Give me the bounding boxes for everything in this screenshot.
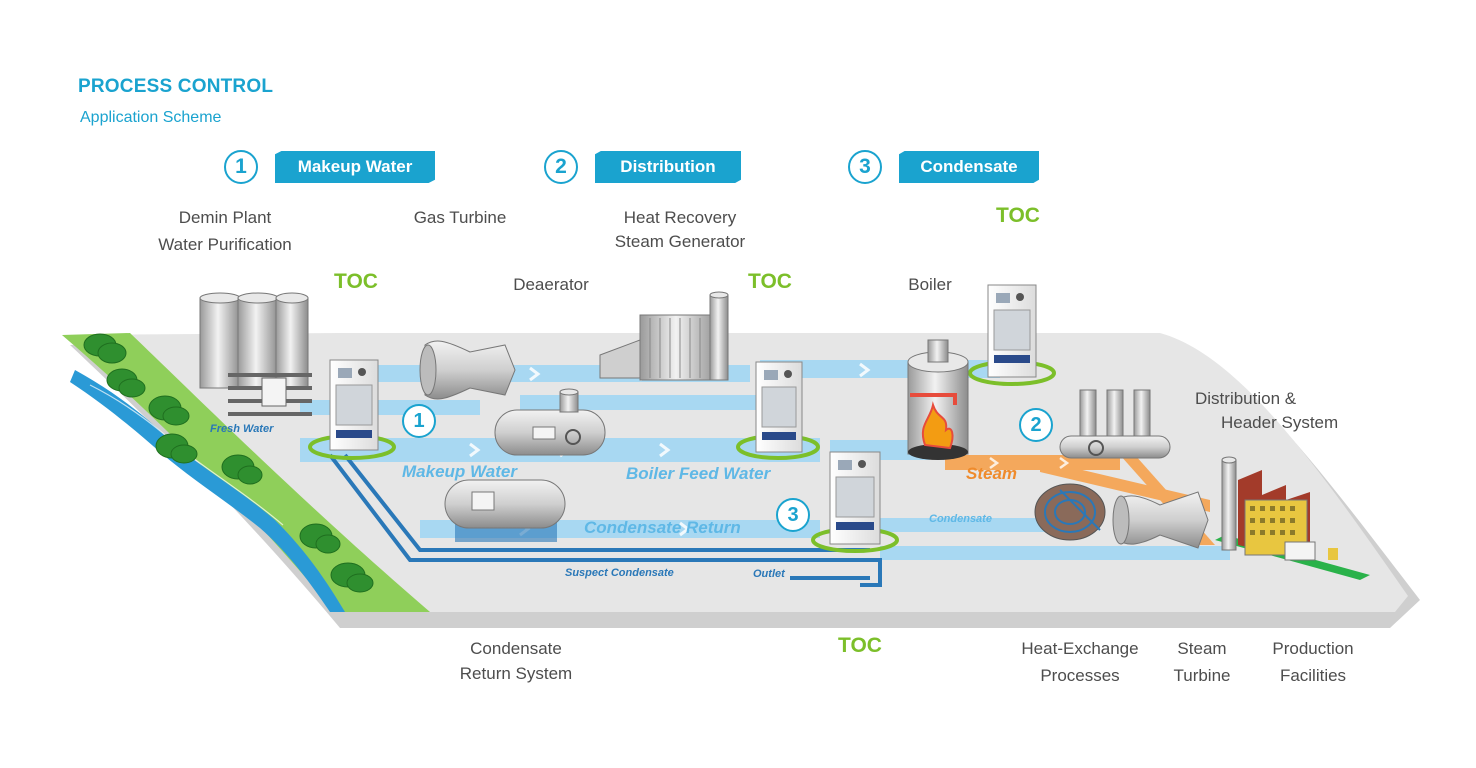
steam-turbine-icon xyxy=(1112,491,1209,549)
scene-badge-3: 3 xyxy=(776,498,810,532)
toc-analyzer-1-icon xyxy=(308,359,396,460)
step-label: Makeup Water xyxy=(275,151,435,183)
flow-label-outlet: Outlet xyxy=(753,568,785,580)
step-number: 1 xyxy=(224,150,258,184)
flow-label-boiler-feed-water: Boiler Feed Water xyxy=(626,464,771,483)
step-number: 2 xyxy=(544,150,578,184)
return-lines xyxy=(328,453,882,587)
toc-analyzer-3-icon xyxy=(968,284,1056,386)
scene-badge-2: 2 xyxy=(1019,408,1053,442)
river xyxy=(70,370,345,612)
flow-label-fresh-water: Fresh Water xyxy=(210,423,274,435)
boiler-icon xyxy=(907,339,969,460)
step-label: Condensate xyxy=(899,151,1039,183)
toc-label-condensate: TOC xyxy=(838,634,882,657)
step-label: Distribution xyxy=(595,151,741,183)
label-boiler: Boiler xyxy=(908,275,952,294)
label-deaerator: Deaerator xyxy=(513,275,589,294)
flow-label-steam: Steam xyxy=(966,464,1018,483)
label-distribution-header: Distribution &Header System xyxy=(1195,389,1339,432)
flow-label-makeup-water: Makeup Water xyxy=(402,462,517,481)
step-distribution: 2 Distribution xyxy=(544,150,741,184)
toc-label-makeup: TOC xyxy=(334,270,378,293)
toc-label-distribution: TOC xyxy=(748,270,792,293)
page-title: PROCESS CONTROL xyxy=(78,76,274,97)
gas-turbine-icon xyxy=(419,340,516,400)
toc-analyzer-2-icon xyxy=(736,361,820,460)
step-number: 3 xyxy=(848,150,882,184)
deaerator-icon xyxy=(494,388,606,456)
hrsg-icon xyxy=(599,291,729,381)
step-makeup-water: 1 Makeup Water xyxy=(224,150,435,184)
scene-badge-1: 1 xyxy=(402,404,436,438)
label-gas-turbine: Gas Turbine xyxy=(413,208,507,227)
toc-analyzer-4-icon xyxy=(811,451,899,553)
step-condensate: 3 Condensate xyxy=(848,150,1039,184)
heat-exchanger-icon xyxy=(1034,483,1106,541)
flow-label-suspect-condensate: Suspect Condensate xyxy=(565,567,674,579)
toc-label-boiler: TOC xyxy=(996,204,1040,227)
trees xyxy=(83,333,374,593)
page-subtitle: Application Scheme xyxy=(80,109,222,126)
flow-label-condensate: Condensate xyxy=(929,513,992,525)
demin-tanks-icon xyxy=(199,292,312,416)
condensate-tank-icon xyxy=(444,479,566,542)
factory-icon xyxy=(1215,456,1370,580)
header-system-icon xyxy=(1059,389,1171,459)
flow-label-condensate-return: Condensate Return xyxy=(584,518,741,537)
